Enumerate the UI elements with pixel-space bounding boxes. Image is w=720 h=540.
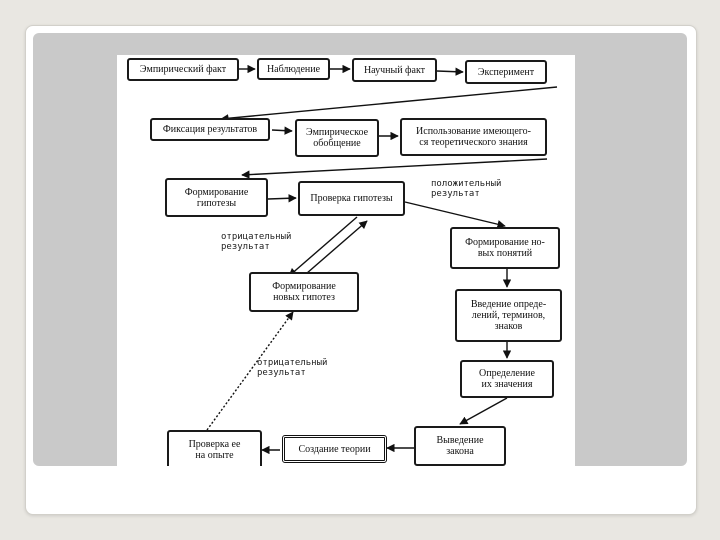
node-hypothesis-formation: Формирование гипотезы: [165, 178, 268, 217]
node-experiment: Эксперимент: [465, 60, 547, 84]
arrow-new-hypotheses-to-check: [298, 220, 368, 281]
node-meaning: Определение их значения: [460, 360, 554, 398]
arrow-experiment-to-fixation: [220, 86, 558, 123]
arrow-meaning-to-law: [459, 397, 508, 425]
label-negative-result-2: отрицательный результат: [257, 358, 328, 378]
node-theory: Создание теории: [282, 435, 387, 463]
node-hypothesis-check: Проверка гипотезы: [298, 181, 405, 216]
arrow-check-to-new-concepts: [404, 201, 506, 229]
node-fixation: Фиксация результатов: [150, 118, 270, 141]
node-definitions: Введение опреде- лений, терминов, знаков: [455, 289, 562, 342]
node-law: Выведение закона: [414, 426, 506, 466]
arrow-scifact-to-experiment: [436, 67, 464, 76]
node-empirical-generalization: Эмпирическое обобщение: [295, 119, 379, 157]
label-positive-result: положительный результат: [431, 179, 502, 199]
arrow-experience-to-new-hypotheses: [206, 311, 294, 431]
scientific-method-diagram: Эмпирический факт Наблюдение Научный фак…: [117, 55, 575, 466]
arrow-fixation-to-generalization: [271, 126, 293, 135]
label-negative-result-1: отрицательный результат: [221, 232, 292, 252]
node-new-hypotheses: Формирование новых гипотез: [249, 272, 359, 312]
arrow-hypothesis-to-check: [267, 194, 297, 203]
node-existing-theory: Использование имеющего- ся теоретическог…: [400, 118, 547, 156]
node-observation: Наблюдение: [257, 58, 330, 80]
arrow-check-to-new-hypotheses: [288, 216, 358, 277]
node-new-concepts: Формирование но- вых понятий: [450, 227, 560, 269]
arrow-theory-to-hypothesis: [241, 158, 548, 179]
node-empirical-fact: Эмпирический факт: [127, 58, 239, 81]
node-scientific-fact: Научный факт: [352, 58, 437, 82]
node-experience-check: Проверка ее на опыте: [167, 430, 262, 466]
connector-layer: [206, 64, 558, 455]
